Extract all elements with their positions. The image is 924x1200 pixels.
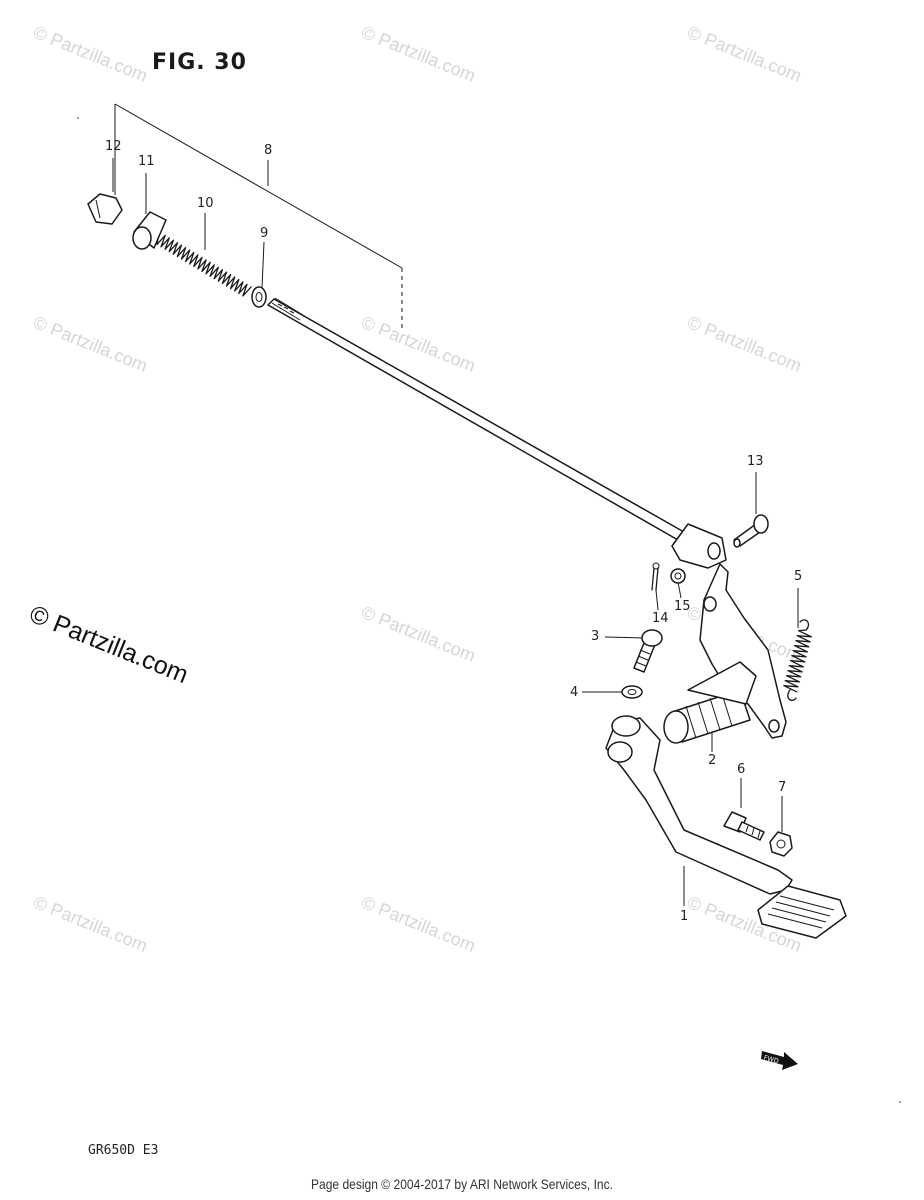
callout-15: 15 <box>674 599 691 614</box>
callout-1: 1 <box>680 909 689 924</box>
part-13-clevis-pin <box>733 514 769 548</box>
callout-2: 2 <box>708 753 717 768</box>
callout-12: 12 <box>105 139 122 154</box>
callout-11: 11 <box>138 154 155 169</box>
figure-title: FIG. 30 <box>152 50 247 75</box>
part-2-shaft <box>663 661 757 744</box>
part-3-bolt <box>633 629 663 673</box>
part-10-spring <box>156 234 252 297</box>
fwd-arrow-icon: FWD <box>761 1051 798 1070</box>
callout-3: 3 <box>591 629 600 644</box>
part-9-washer <box>251 286 267 308</box>
callout-14: 14 <box>652 611 669 626</box>
callout-6: 6 <box>737 762 746 777</box>
callout-4: 4 <box>570 685 579 700</box>
assembly-bracket <box>114 103 403 330</box>
part-7-nut <box>769 831 793 857</box>
part-8-brake-rod <box>267 297 685 541</box>
part-15-washer <box>670 568 686 584</box>
part-12-adjust-nut <box>87 193 123 225</box>
callout-10: 10 <box>197 196 214 211</box>
part-14-cotter-pin <box>651 562 660 591</box>
part-11-joint <box>132 211 167 250</box>
part-5-return-spring <box>783 619 813 702</box>
callout-13: 13 <box>747 454 764 469</box>
page-footer: Page design © 2004-2017 by ARI Network S… <box>310 1176 613 1192</box>
fwd-label: FWD <box>763 1054 780 1066</box>
part-1-brake-pedal <box>605 715 847 939</box>
rod-clevis <box>671 523 727 569</box>
part-4-washer <box>621 685 643 699</box>
callout-7: 7 <box>778 780 787 795</box>
callout-9: 9 <box>260 226 269 241</box>
callout-5: 5 <box>794 569 803 584</box>
model-code: GR650D E3 <box>88 1143 159 1158</box>
brake-arm-plate <box>699 563 787 739</box>
callout-8: 8 <box>264 143 273 158</box>
part-6-bolt <box>723 811 765 841</box>
